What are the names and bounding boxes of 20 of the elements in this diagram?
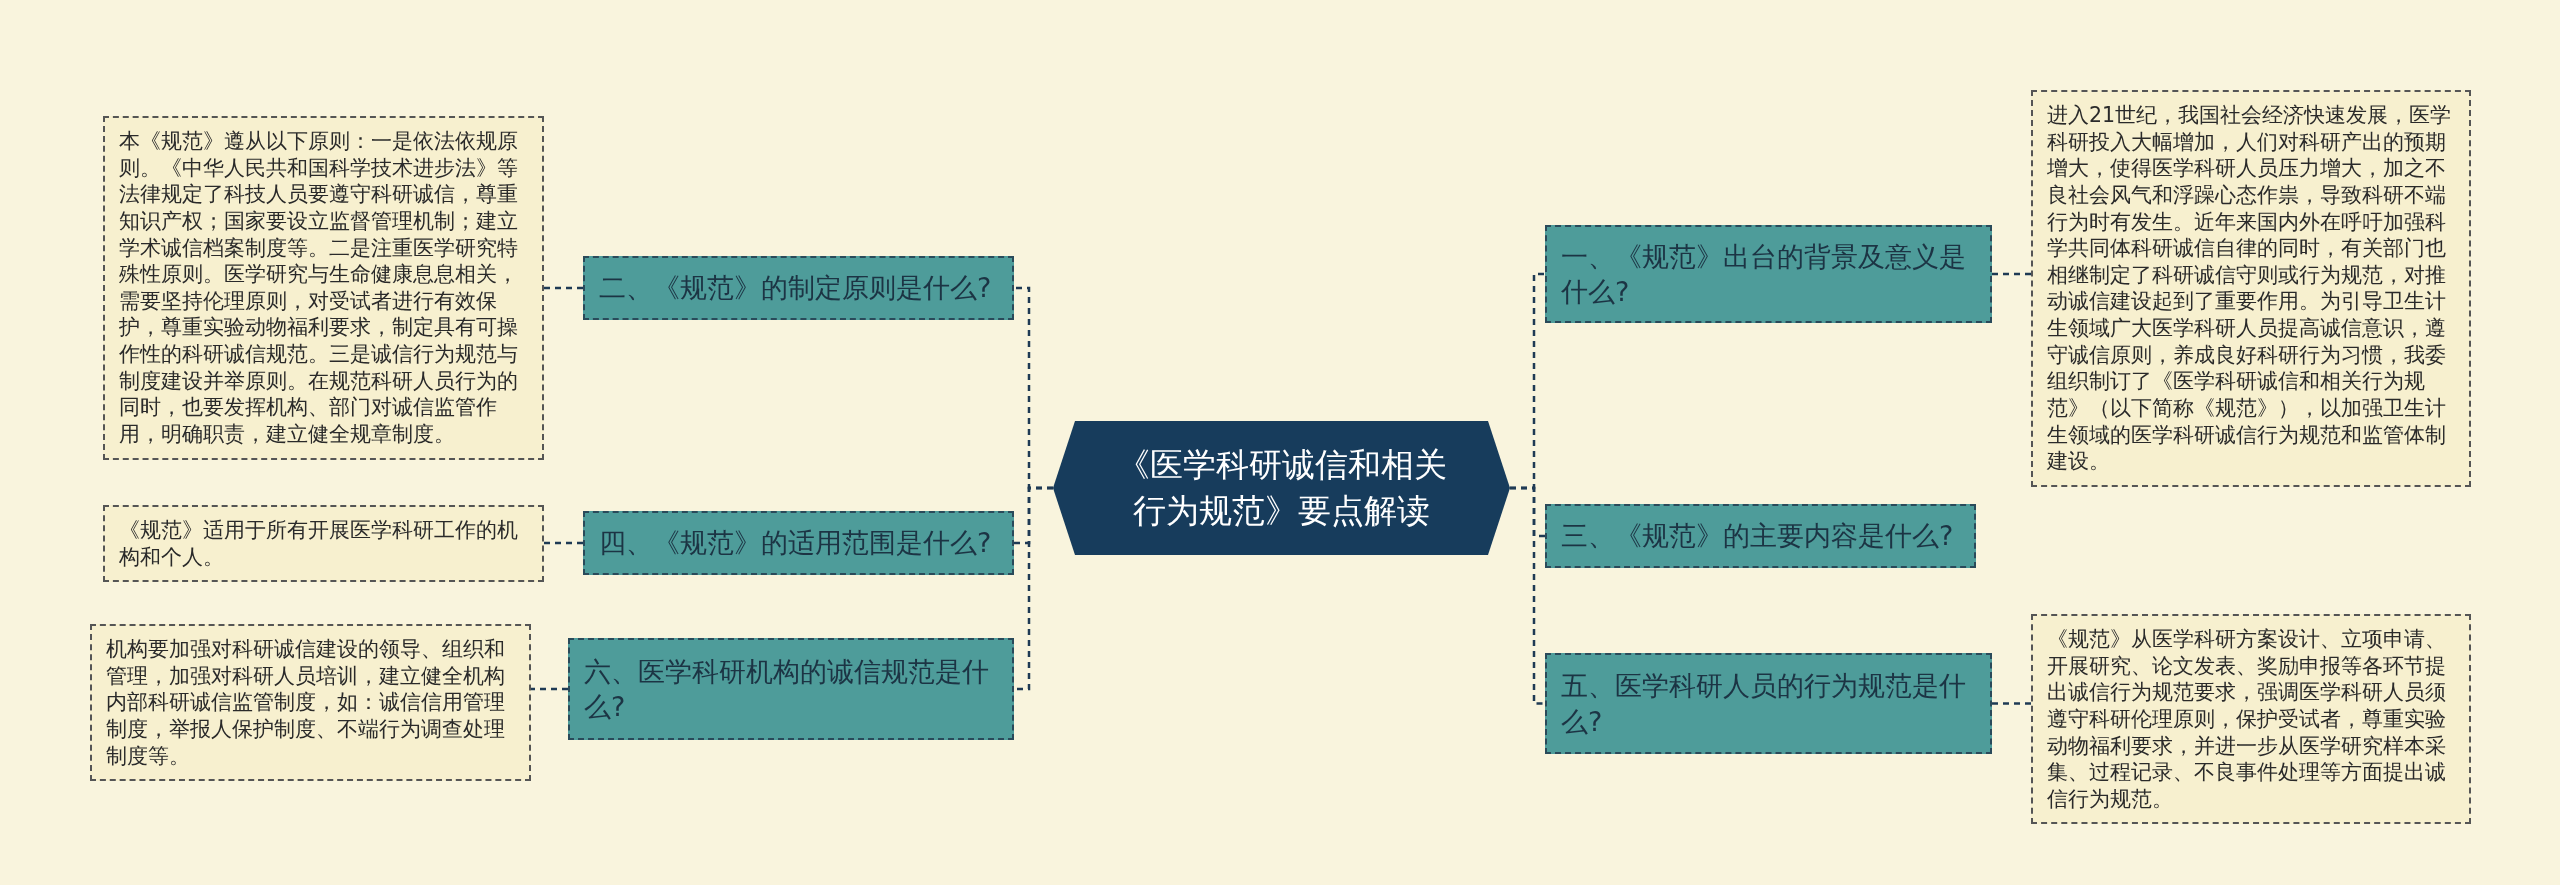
- question-box: 一、《规范》出台的背景及意义是什么?: [1545, 225, 1992, 323]
- connector-line: [1014, 486, 1053, 691]
- answer-note: 本《规范》遵从以下原则：一是依法依规原则。《中华人民共和国科学技术进步法》等法律规定了科技人员要遵守科研诚信，尊重知识产权；国家要设立监督管理机制；建立学术诚信档案制度等。二是注重医学研究特殊性原则。医学研究与生命健康息息相关，需要坚持伦理原则，对受试者进行有效保护，尊重实验动物福利要求，制定具有可操作性的科研诚信规范。三是诚信行为规范与制度建设并举原则。在规范科研人员行为的同时，也要发挥机构、部门对诚信监管作用，明确职责，建立健全规章制度。: [103, 116, 544, 460]
- answer-note: 《规范》适用于所有开展医学科研工作的机构和个人。: [103, 505, 544, 583]
- central-topic-hexagon: [1053, 421, 1510, 555]
- question-box: 二、《规范》的制定原则是什么?: [583, 256, 1014, 320]
- central-topic-title: 《医学科研诚信和相关行为规范》要点解读: [1115, 443, 1448, 532]
- connector-line: [1992, 272, 2031, 276]
- question-box: 五、医学科研人员的行为规范是什么?: [1545, 653, 1992, 754]
- connector-line: [544, 286, 583, 290]
- question-box: 四、《规范》的适用范围是什么?: [583, 511, 1014, 575]
- question-box: 六、医学科研机构的诚信规范是什么?: [568, 638, 1014, 740]
- question-box: 三、《规范》的主要内容是什么?: [1545, 504, 1976, 568]
- connector-line: [531, 687, 568, 691]
- answer-note: 《规范》从医学科研方案设计、立项申请、开展研究、论文发表、奖励申报等各环节提出诚信行为规范要求，强调医学科研人员须遵守科研伦理原则，保护受试者，尊重实验动物福利要求，并进一步从医学研究样本采集、过程记录、不良事件处理等方面提出诚信行为规范。: [2031, 614, 2471, 825]
- answer-note: 进入21世纪，我国社会经济快速发展，医学科研投入大幅增加，人们对科研产出的预期增大，使得医学科研人员压力增大，加之不良社会风气和浮躁心态作祟，导致科研不端行为时有发生。近年来国内外在呼吁加强科学共同体科研诚信自律的同时，有关部门也相继制定了科研诚信守则或行为规范，对推动诚信建设起到了重要作用。为引导卫生计生领域广大医学科研人员提高诚信意识，遵守诚信原则，养成良好科研行为习惯，我委组织制订了《医学科研诚信和相关行为规范》（以下简称《规范》），以加强卫生计生领域的医学科研诚信行为规范和监管体制建设。: [2031, 90, 2471, 487]
- connector-line: [544, 541, 583, 545]
- connector-line: [1992, 702, 2031, 705]
- answer-note: 机构要加强对科研诚信建设的领导、组织和管理，加强对科研人员培训，建立健全机构内部科研诚信监管制度，如：诚信信用管理制度，举报人保护制度、不端行为调查处理制度等。: [90, 624, 531, 782]
- connector-line: [1510, 486, 1545, 705]
